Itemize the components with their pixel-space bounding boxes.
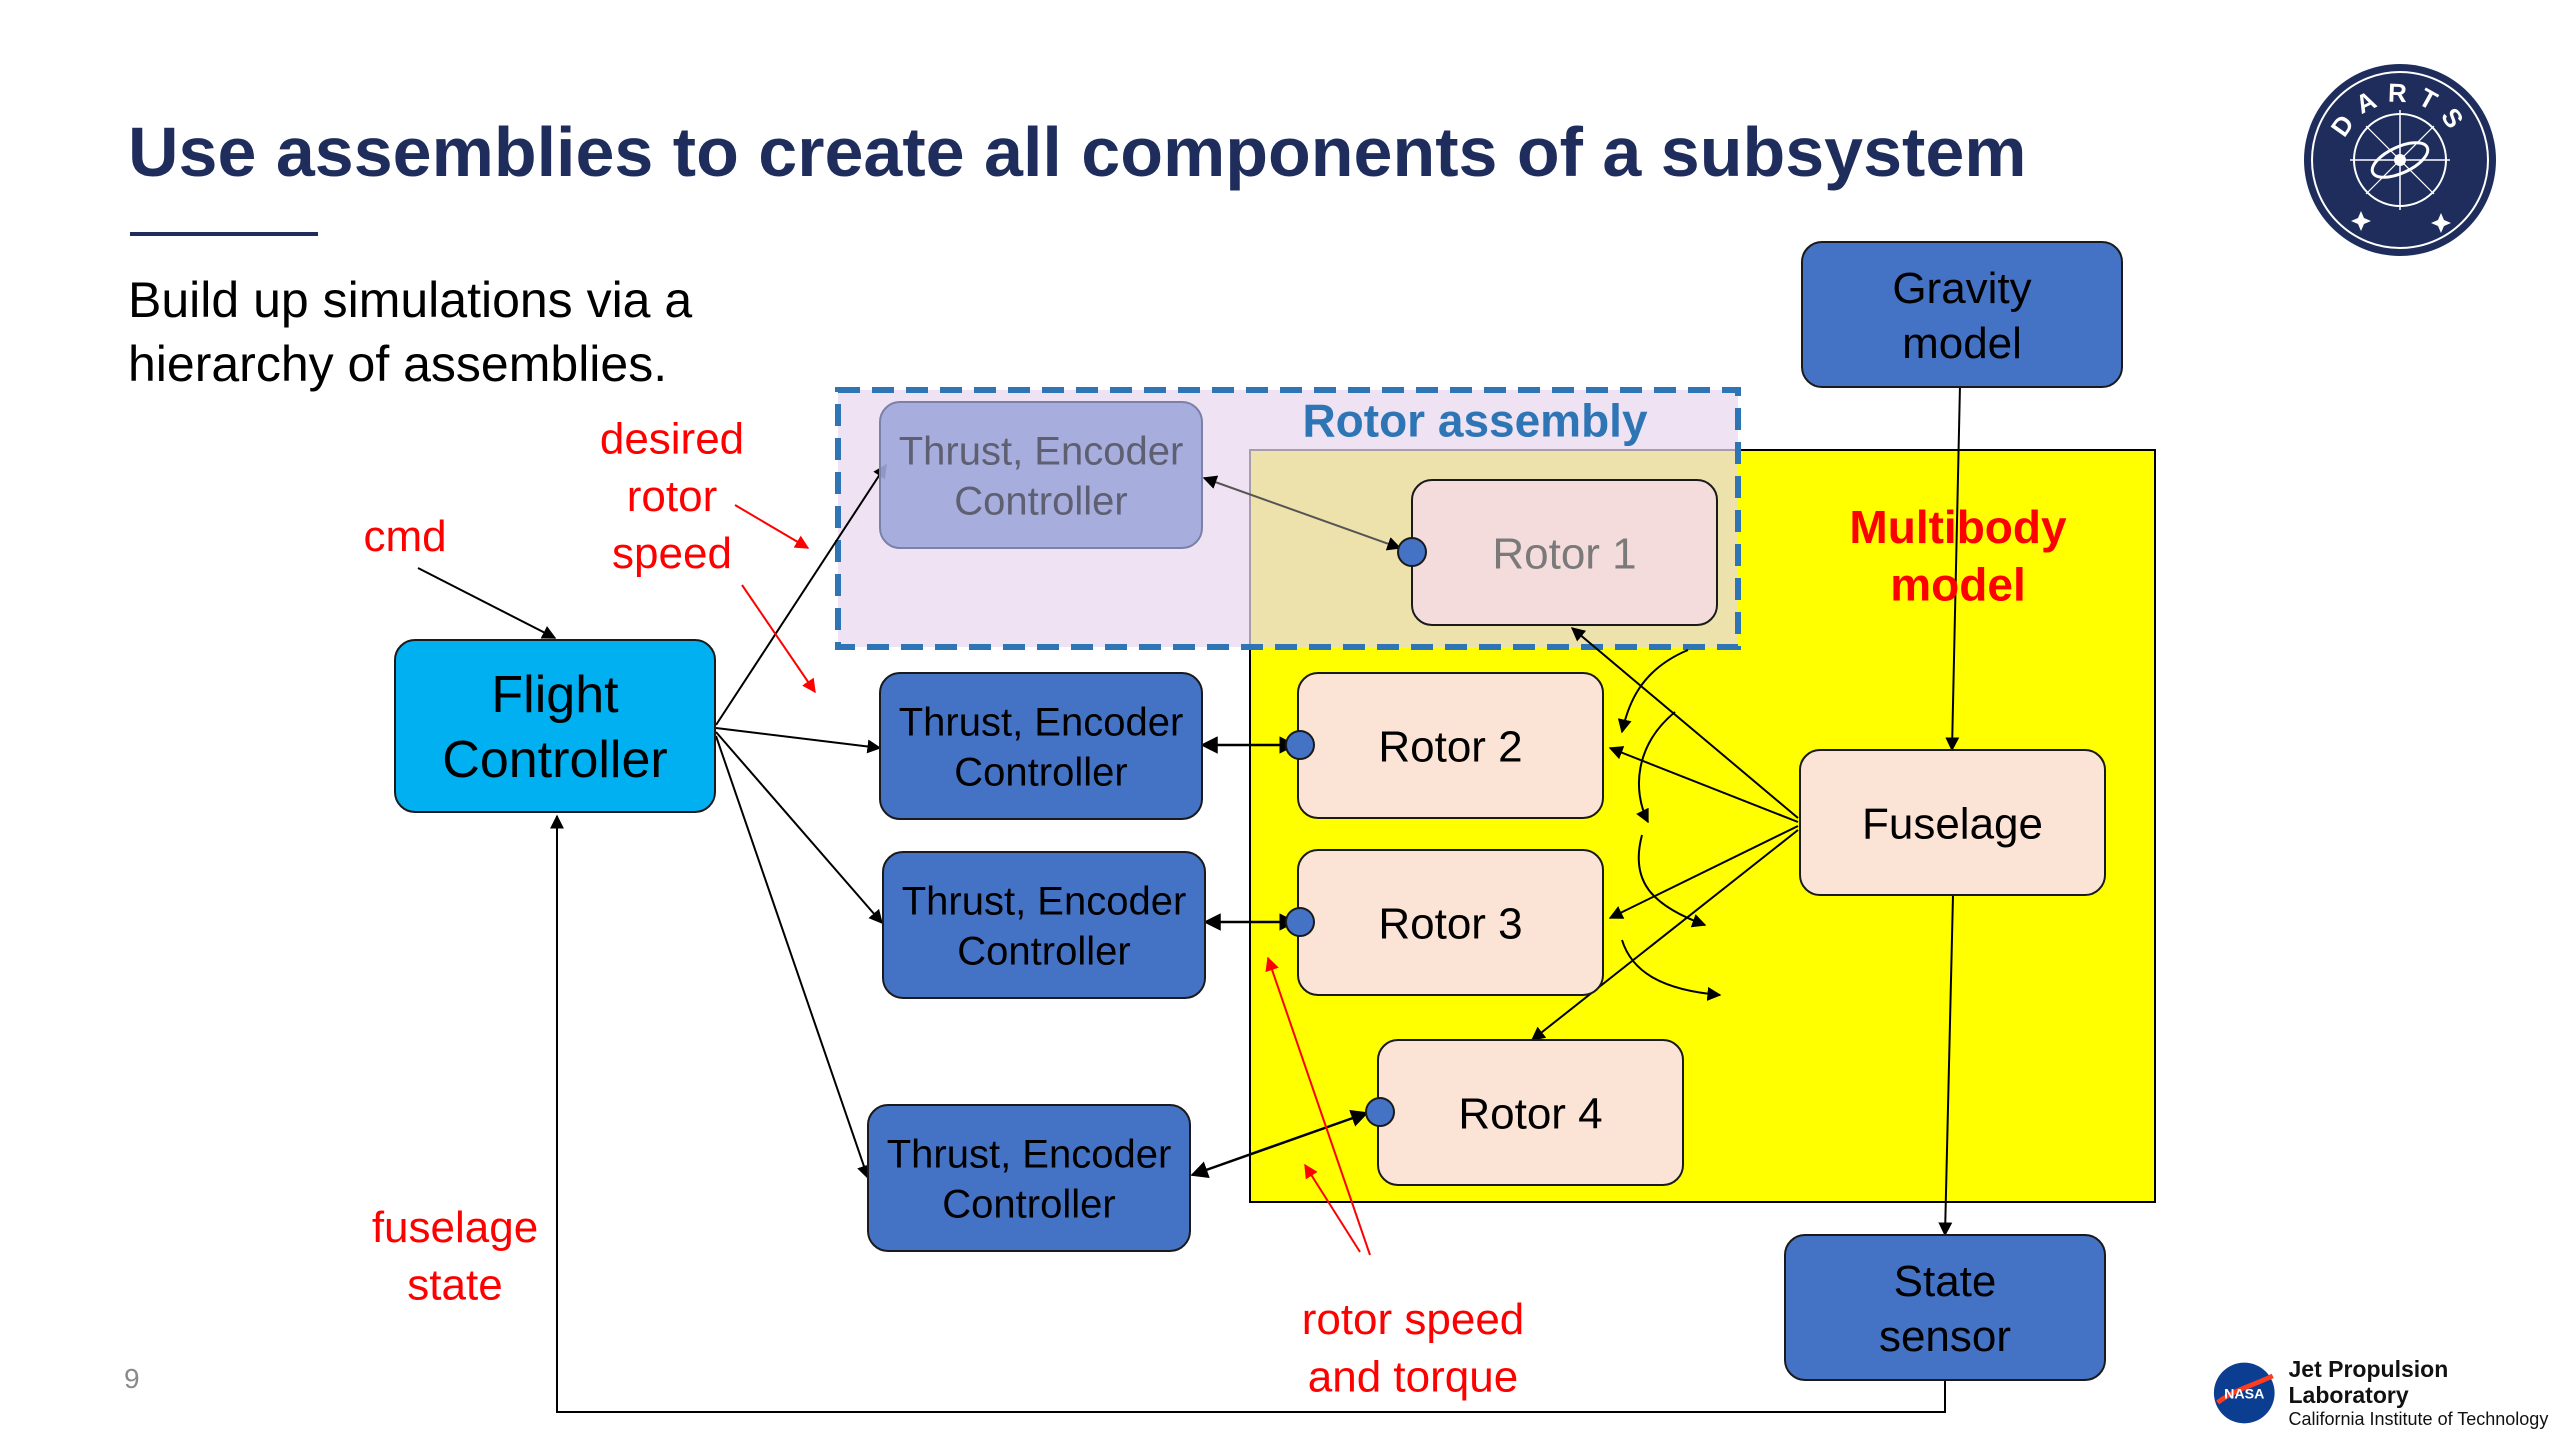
rotor-4-block: Rotor 4 <box>1377 1039 1684 1186</box>
thrust-encoder-controller-2-block-shape <box>879 672 1203 820</box>
slide-subtitle: Build up simulations via a hierarchy of … <box>128 272 693 392</box>
rotor-4-port <box>1365 1097 1395 1127</box>
rotor-assembly-label: Rotor assembly <box>1302 395 1648 447</box>
jpl-footer-logo: NASA Jet Propulsion Laboratory Californi… <box>2212 1356 2560 1430</box>
rotor-1-block: Rotor 1 <box>1411 479 1718 626</box>
fuselage-block-shape <box>1799 749 2106 896</box>
rotor-2-block-label: Rotor 2 <box>1378 722 1522 771</box>
nasa-meatball-text: NASA <box>2224 1387 2264 1403</box>
rotor-2-port <box>1285 730 1315 760</box>
nasa-meatball-icon: NASA <box>2213 1362 2275 1424</box>
gravity-model-block-shape <box>1801 241 2123 388</box>
darts-logo: DARTS <box>2304 64 2496 256</box>
rotor-1-block-label: Rotor 1 <box>1492 529 1636 578</box>
rotor-3-block: Rotor 3 <box>1297 849 1604 996</box>
rotor-1-port <box>1397 537 1427 567</box>
title-underline <box>130 232 318 236</box>
flight-controller-block-shape <box>394 639 716 813</box>
thrust-encoder-controller-4-block-shape <box>867 1104 1191 1252</box>
jpl-lab-name: Jet Propulsion Laboratory <box>2288 1356 2449 1408</box>
rotor-3-port <box>1285 907 1315 937</box>
thrust-encoder-controller-1-block-shape <box>879 401 1203 549</box>
state-sensor-block-shape <box>1784 1234 2106 1381</box>
cmd-annotation: cmd <box>363 512 446 561</box>
rotor-2-block: Rotor 2 <box>1297 672 1604 819</box>
page-number: 9 <box>124 1363 140 1394</box>
fuselage-block: Fuselage <box>1799 749 2106 896</box>
rotor-4-block-label: Rotor 4 <box>1458 1089 1602 1138</box>
fuselage-block-label: Fuselage <box>1862 799 2043 848</box>
jpl-institute-name: California Institute of Technology <box>2288 1409 2549 1429</box>
thrust-encoder-controller-3-block-shape <box>882 851 1206 999</box>
slide-title: Use assemblies to create all components … <box>128 113 2027 191</box>
rotor-3-block-label: Rotor 3 <box>1378 899 1522 948</box>
